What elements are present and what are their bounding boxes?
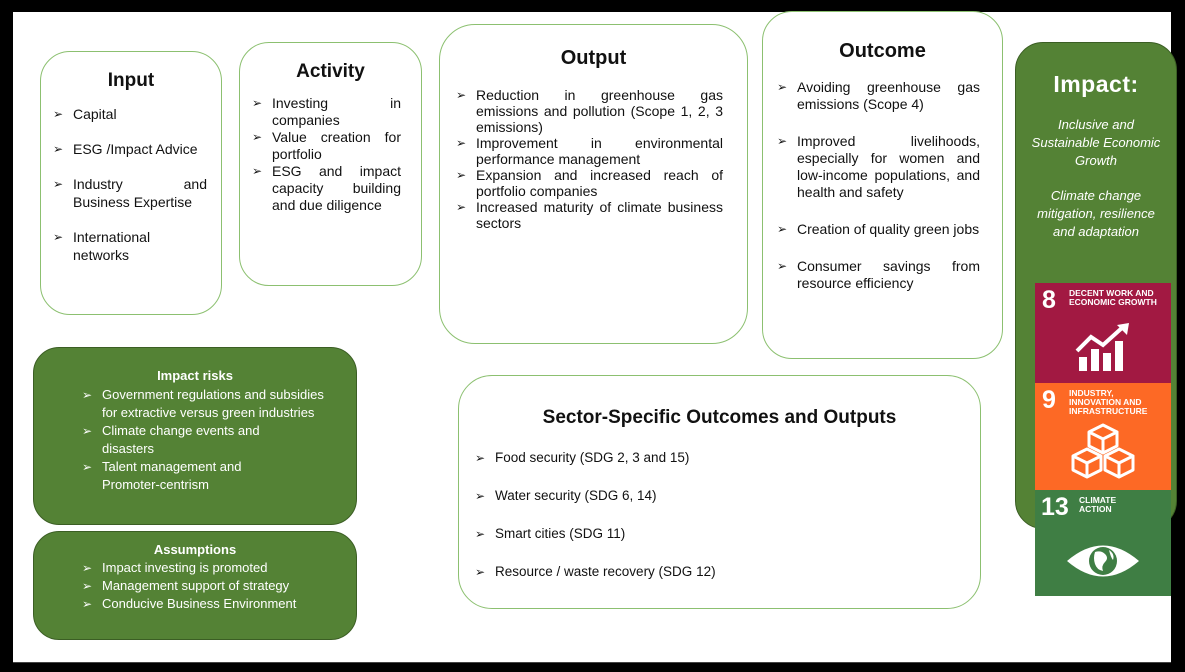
list-item: Expansion and increased reach of portfol… [454,167,723,199]
sdg-8-label: DECENT WORK AND ECONOMIC GROWTH [1069,288,1157,307]
sdg-9-label: INDUSTRY, INNOVATION AND INFRASTRUCTURE [1069,388,1148,416]
list-item: Smart cities (SDG 11) [473,525,960,543]
list-item: Water security (SDG 6, 14) [473,487,960,505]
growth-chart-icon [1075,323,1129,371]
list-item: Increased maturity of climate business s… [454,199,723,231]
list-item: Talent management and Promoter-centrism [80,458,282,494]
list-item: Improved livelihoods, especially for wom… [775,133,980,201]
impact-line-1: Inclusive and Sustainable Economic Growt… [1031,117,1161,168]
cubes-icon [1071,423,1135,479]
sdg-9-tile: 9 INDUSTRY, INNOVATION AND INFRASTRUCTUR… [1035,383,1171,490]
list-item: ESG /Impact Advice [51,140,207,158]
list-item: Food security (SDG 2, 3 and 15) [473,449,960,467]
impact-risks-list: Government regulations and subsidies for… [80,386,326,494]
impact-line-2: Climate change mitigation, resilience an… [1037,188,1155,239]
output-title: Output [560,47,627,69]
sector-list: Food security (SDG 2, 3 and 15) Water se… [473,449,960,581]
sector-box: Sector-Specific Outcomes and Outputs Foo… [458,375,981,609]
list-item: Avoiding greenhouse gas emissions (Scope… [775,79,980,113]
input-list: Capital ESG /Impact Advice Industry and … [51,105,207,264]
assumptions-list: Impact investing is promoted Management … [80,559,336,613]
list-item: Reduction in greenhouse gas emissions an… [454,87,723,135]
list-item: Creation of quality green jobs [775,221,980,238]
activity-list: Investing in companies Value creation fo… [250,95,401,214]
list-item: Consumer savings from resource efficienc… [775,258,980,292]
list-item: Government regulations and subsidies for… [80,386,326,422]
list-item: Industry and Business Expertise [51,175,207,211]
list-item: Climate change events and disasters [80,422,282,458]
assumptions-title: Assumptions [153,542,237,557]
list-item: Conducive Business Environment [80,595,336,613]
sdg-13-label: CLIMATE ACTION [1079,495,1117,514]
earth-eye-icon [1067,545,1139,577]
list-item: Capital [51,105,207,123]
sdg-13-tile: 13 CLIMATE ACTION [1035,490,1171,596]
input-box: Input Capital ESG /Impact Advice Industr… [40,51,222,315]
list-item: Improvement in environmental performance… [454,135,723,167]
input-title: Input [107,70,155,91]
sector-title: Sector-Specific Outcomes and Outputs [542,407,897,428]
sdg-13-number: 13 [1041,493,1069,521]
activity-title: Activity [296,61,365,82]
list-item: Resource / waste recovery (SDG 12) [473,563,960,581]
sdg-8-number: 8 [1042,286,1056,314]
impact-title: Impact: [1053,71,1139,97]
list-item: ESG and impact capacity building and due… [250,163,401,214]
output-box: Output Reduction in greenhouse gas emiss… [439,24,748,344]
sdg-9-number: 9 [1042,386,1056,414]
output-list: Reduction in greenhouse gas emissions an… [454,87,723,231]
outcome-title: Outcome [839,40,926,62]
list-item: Investing in companies [250,95,401,129]
impact-risks-title: Impact risks [157,368,233,383]
impact-risks-box: Impact risks Government regulations and … [33,347,357,525]
assumptions-box: Assumptions Impact investing is promoted… [33,531,357,640]
activity-box: Activity Investing in companies Value cr… [239,42,422,286]
list-item: Value creation for portfolio [250,129,401,163]
outcome-list: Avoiding greenhouse gas emissions (Scope… [775,79,980,292]
list-item: International networks [51,228,193,264]
list-item: Management support of strategy [80,577,336,595]
outcome-box: Outcome Avoiding greenhouse gas emission… [762,11,1003,359]
list-item: Impact investing is promoted [80,559,336,577]
sdg-8-tile: 8 DECENT WORK AND ECONOMIC GROWTH [1035,283,1171,383]
